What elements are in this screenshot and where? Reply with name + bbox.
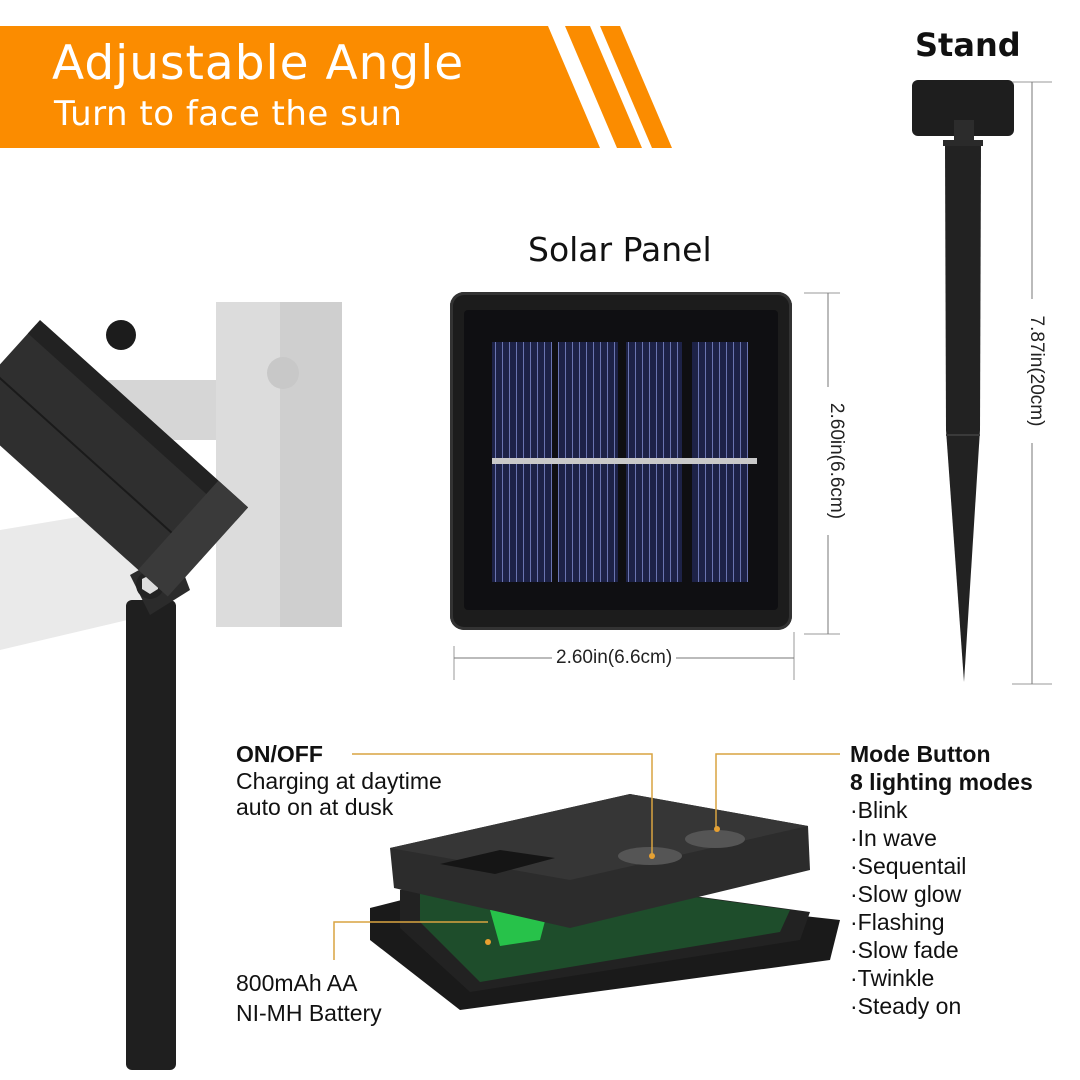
solar-height-label: 2.60in(6.6cm) (825, 387, 847, 535)
mode-item: ·Steady on (850, 993, 962, 1019)
mode-button-title: Mode Button (850, 741, 991, 767)
onoff-line2: auto on at dusk (236, 794, 394, 820)
mode-item: ·Sequentail (850, 853, 967, 879)
stand-heading: Stand (915, 26, 1021, 64)
mode-item: ·Blink (850, 797, 908, 823)
solar-cells (492, 342, 757, 582)
stand-image (912, 80, 1052, 685)
mode-item: ·Slow glow (850, 881, 962, 907)
battery-callout: 800mAh AA NI-MH Battery (236, 968, 382, 1028)
mode-item: ·In wave (850, 825, 937, 851)
banner-shape (0, 26, 672, 148)
onoff-title: ON/OFF (236, 741, 323, 767)
mode-item: ·Slow fade (850, 937, 959, 963)
banner-title: Adjustable Angle (52, 36, 465, 91)
mode-item: ·Flashing (850, 909, 945, 935)
banner (0, 26, 680, 148)
solar-dimension-lines (453, 292, 840, 680)
battery-line1: 800mAh AA (236, 970, 358, 996)
solar-panel-image (450, 292, 792, 630)
mode-item: ·Twinkle (850, 965, 935, 991)
mode-list: ·Blink ·In wave ·Sequentail ·Slow glow ·… (850, 796, 1033, 1020)
mode-button-subtitle: 8 lighting modes (850, 769, 1033, 795)
stand-length-label: 7.87in(20cm) (1025, 299, 1047, 443)
solar-panel-heading: Solar Panel (528, 230, 712, 269)
solar-width-label: 2.60in(6.6cm) (552, 647, 677, 669)
onoff-line1: Charging at daytime (236, 768, 442, 794)
onoff-callout: ON/OFF Charging at daytime auto on at du… (236, 740, 442, 820)
mode-button-callout: Mode Button 8 lighting modes ·Blink ·In … (850, 740, 1033, 1020)
lamp-illustration (0, 302, 342, 1070)
banner-subtitle: Turn to face the sun (54, 94, 403, 134)
battery-line2: NI-MH Battery (236, 1000, 382, 1026)
